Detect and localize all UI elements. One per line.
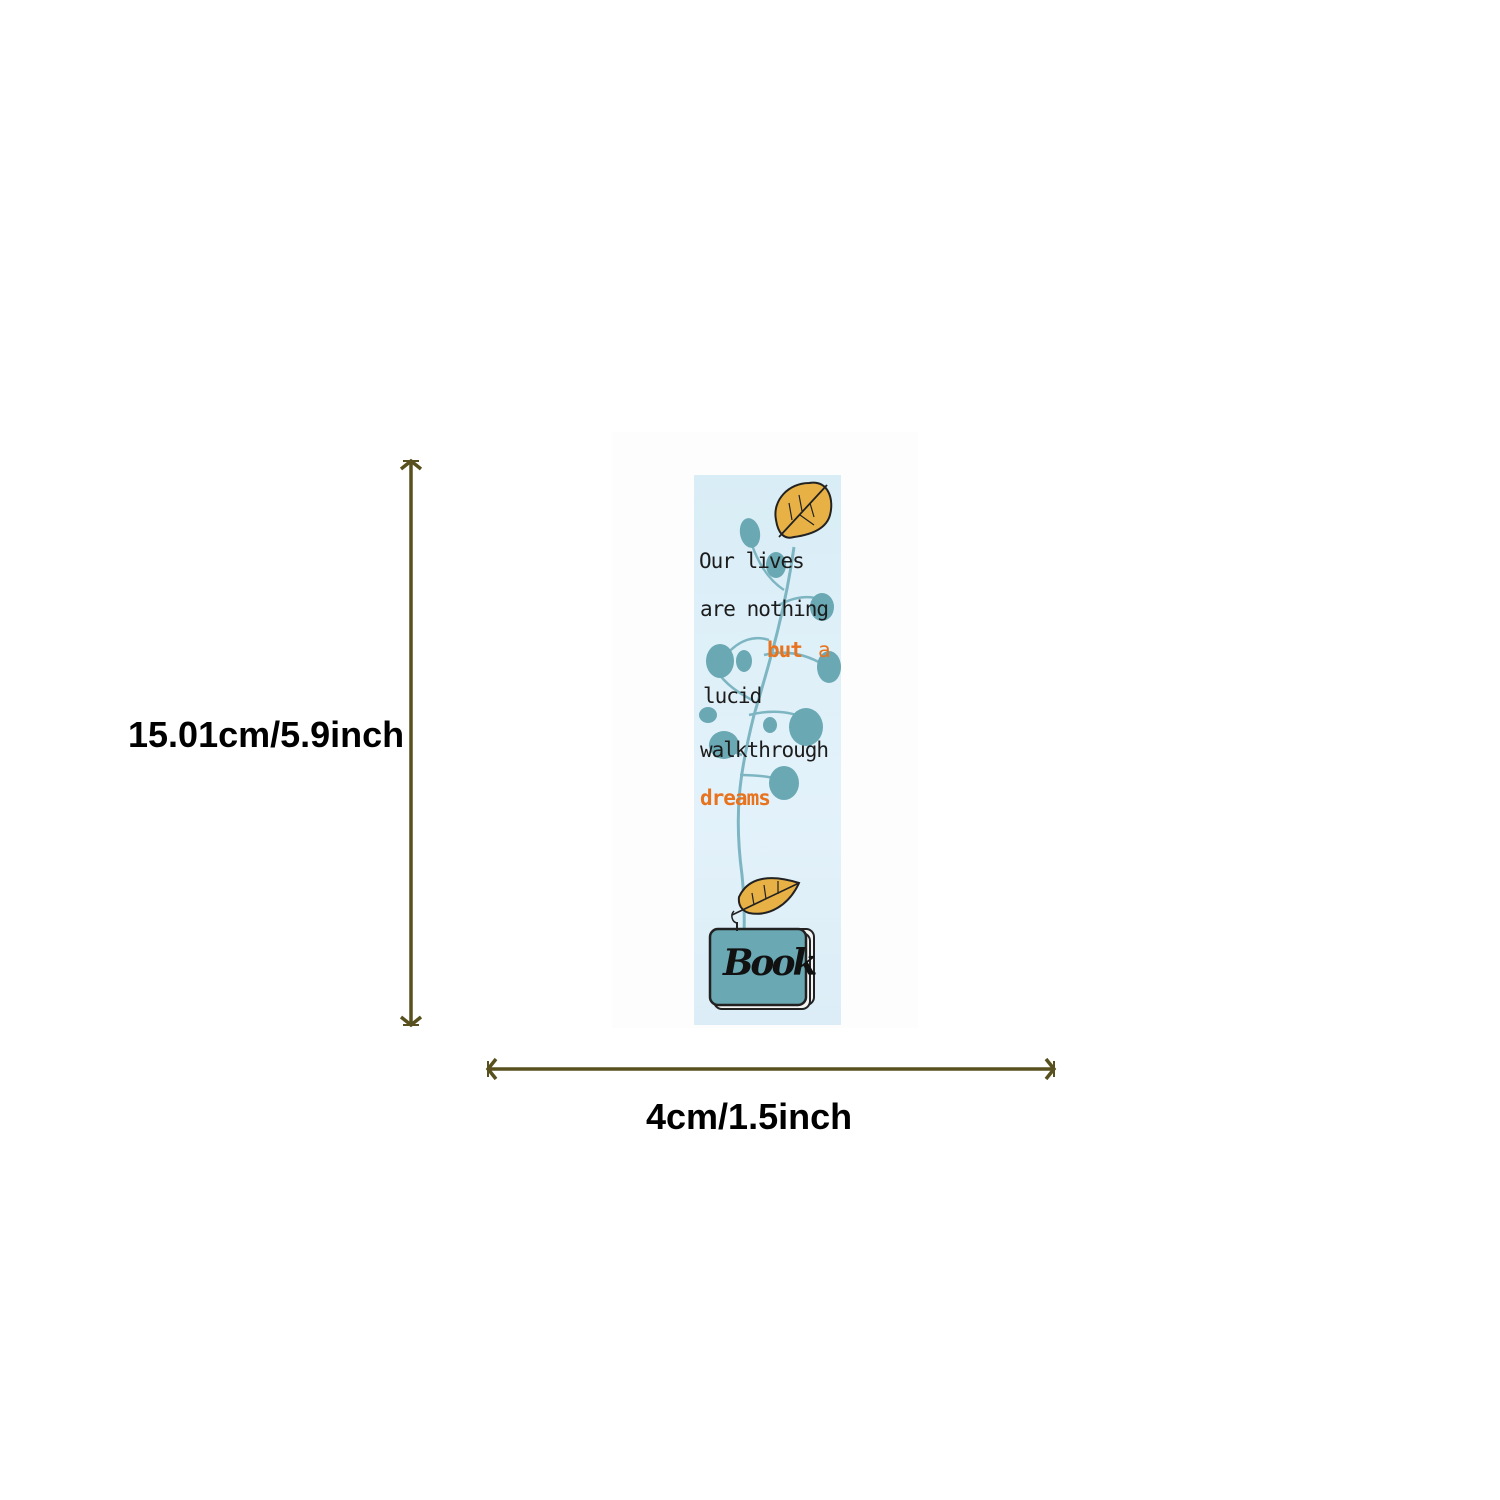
plant-illustration: [699, 481, 841, 1010]
book-icon: [708, 910, 815, 1010]
quote-line-2: are nothing: [700, 597, 829, 621]
height-label: 15.01cm/5.9inch: [128, 714, 405, 755]
quote-line-5: walkthrough: [700, 738, 829, 762]
top-leaf-icon: [774, 481, 833, 539]
width-dimension-arrow: [485, 1057, 1057, 1081]
quote-line-6-highlight: dreams: [700, 786, 771, 810]
quote-line-3-highlight: but: [767, 638, 803, 662]
height-dimension-arrow: [399, 458, 423, 1028]
bottom-leaf-icon: [731, 877, 801, 916]
quote-line-1: Our lives: [699, 549, 805, 573]
quote-line-3-rest: a: [818, 638, 831, 662]
width-label: 4cm/1.5inch: [646, 1096, 853, 1137]
bookmark-image: Our lives are nothing but a lucid walkth…: [694, 475, 841, 1025]
quote-line-4: lucid: [703, 684, 762, 708]
book-label: Book: [723, 942, 817, 984]
